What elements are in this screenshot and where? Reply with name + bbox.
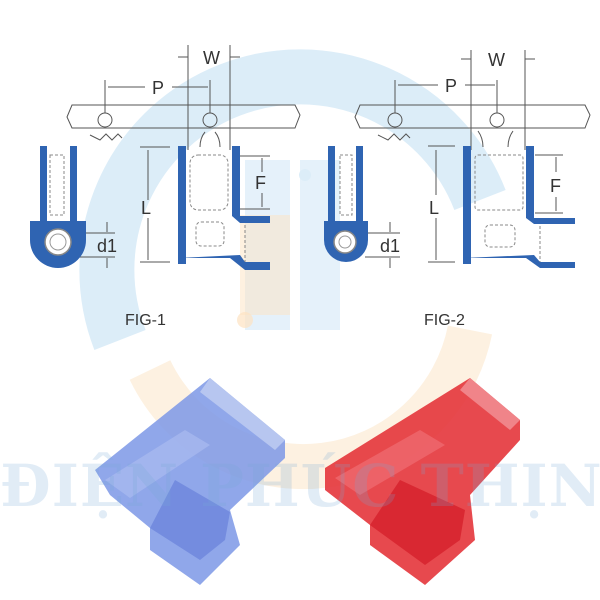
watermark-text: ĐIỆN PHÚC THỊNH <box>0 452 600 520</box>
dim-l-label: L <box>429 198 439 218</box>
dim-p-label: P <box>152 78 164 98</box>
fig1-label: FIG-1 <box>125 312 166 329</box>
fig2-label: FIG-2 <box>424 312 465 329</box>
red-connector-photo <box>325 378 520 585</box>
dim-l-label: L <box>141 198 151 218</box>
blue-connector-photo <box>95 378 285 585</box>
dim-w-label: W <box>488 50 505 70</box>
dim-d1-label: d1 <box>380 236 400 256</box>
dim-p-label: P <box>445 76 457 96</box>
dim-d1-label: d1 <box>97 236 117 256</box>
dim-f-label: F <box>550 176 561 196</box>
dim-w-label: W <box>203 48 220 68</box>
dim-f-label: F <box>255 173 266 193</box>
